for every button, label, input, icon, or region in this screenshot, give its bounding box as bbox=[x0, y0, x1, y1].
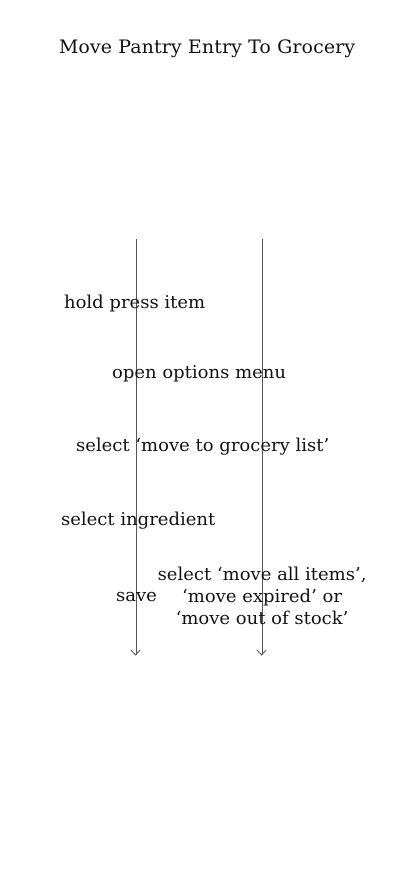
arrow-down-icon bbox=[130, 645, 141, 656]
step-save: save bbox=[116, 585, 157, 606]
bulk-option-line: ‘move out of stock’ bbox=[175, 608, 349, 629]
step-select-move: select ‘move to grocery list’ bbox=[76, 435, 330, 456]
flow-line-left bbox=[136, 239, 137, 655]
bulk-option-line: ‘move expired’ or bbox=[182, 586, 342, 607]
step-bulk-options: select ‘move all items’, ‘move expired’ … bbox=[156, 564, 368, 630]
bulk-option-line: select ‘move all items’, bbox=[157, 564, 367, 585]
step-hold-press: hold press item bbox=[64, 292, 206, 313]
step-select-ingredient: select ingredient bbox=[61, 509, 216, 530]
step-open-options: open options menu bbox=[112, 362, 286, 383]
page-title: Move Pantry Entry To Grocery bbox=[58, 36, 356, 58]
arrow-down-icon bbox=[256, 645, 267, 656]
flow-line-right bbox=[262, 239, 263, 655]
